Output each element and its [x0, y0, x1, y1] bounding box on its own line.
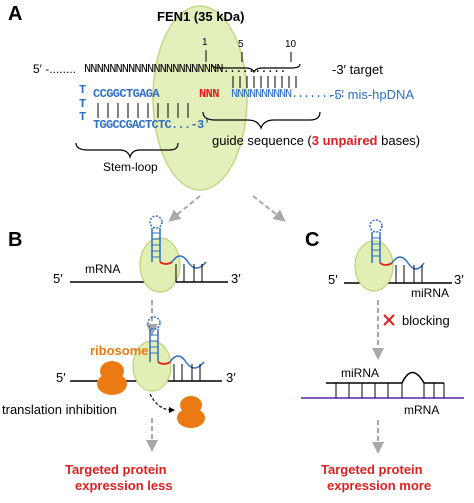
target-3-prime: -3′ target	[332, 62, 383, 77]
duplex-mirna-label: miRNA	[341, 366, 379, 380]
panel-a-label: A	[8, 3, 23, 25]
lower-mrna-3-prime: 3′	[226, 370, 236, 385]
panel-c-label: C	[305, 229, 320, 251]
result-c-line1: Targeted protein	[321, 462, 423, 477]
arrow-a-to-c	[252, 195, 286, 222]
translation-inhibition-label: translation inhibition	[2, 402, 117, 417]
mrna-3-prime: 3′	[231, 271, 241, 286]
mirna-mrna-duplex	[301, 371, 464, 399]
unpaired-bases-highlight: 3 unpaired	[311, 133, 378, 148]
hairpin-loop-t2: T	[79, 97, 87, 111]
position-1-label: 1	[202, 37, 208, 48]
duplex-mrna-label: mRNA	[404, 403, 440, 417]
result-c-line2: expression more	[327, 478, 432, 493]
stem-loop-bracket	[75, 142, 179, 160]
guide-sequence-label: guide sequence (3 unpaired bases)	[212, 133, 421, 148]
ribosome-release-arrow	[149, 393, 175, 413]
arrow-a-to-b	[168, 195, 201, 222]
result-b-line2: expression less	[75, 478, 173, 493]
fen1-enzyme-shape	[152, 5, 248, 191]
panel-b-label: B	[8, 229, 23, 251]
fen1-enzyme-c	[354, 240, 394, 292]
position-10-label: 10	[285, 39, 297, 50]
hairpin-loop-t3: T	[79, 110, 87, 124]
hairpin-probe-c	[369, 219, 425, 283]
hairpin-probe-b-lower	[147, 316, 205, 381]
blocking-label: blocking	[402, 313, 450, 328]
target-sequence: NNNNNNNNNNNNNNNNNNNNNN..........	[84, 62, 287, 76]
hairpin-guide-sequence: NNNNNNNNNN.........	[231, 87, 346, 101]
blocking-x-icon	[383, 314, 395, 326]
guide-pairing-lines	[232, 76, 297, 88]
hairpin-unpaired-nnn: NNN	[199, 87, 219, 101]
mirna-label: miRNA	[411, 286, 449, 300]
hairpin-loop-t1: T	[79, 83, 87, 97]
fen1-label: FEN1 (35 kDa)	[157, 9, 245, 24]
target-5-prime: 5′ -........	[33, 62, 76, 76]
mirna-3-prime: 3′	[454, 272, 464, 287]
stem-pairing-lines	[97, 103, 189, 118]
stem-loop-label: Stem-loop	[103, 160, 158, 174]
guide-sequence-bracket	[202, 111, 321, 130]
hairpin-top-sequence: CCGGCTGAGA	[93, 87, 160, 101]
mrna-5-prime: 5′	[53, 271, 63, 286]
ribosome-shape	[97, 361, 127, 395]
lower-mrna-5-prime: 5′	[56, 370, 66, 385]
hairpin-probe-b	[149, 215, 207, 282]
mis-hpdna-label: -5′ mis-hpDNA	[330, 87, 415, 102]
mrna-label: mRNA	[85, 262, 121, 276]
result-b-line1: Targeted protein	[65, 462, 167, 477]
mirna-5-prime: 5′	[328, 272, 338, 287]
position-5-label: 5	[238, 39, 244, 50]
ribosome-label: ribosome	[90, 343, 149, 358]
released-ribosome-shape	[177, 396, 205, 428]
hairpin-bottom-sequence: TGGCCGACTCTC...-3′	[93, 118, 211, 132]
position-bracket	[211, 63, 301, 74]
